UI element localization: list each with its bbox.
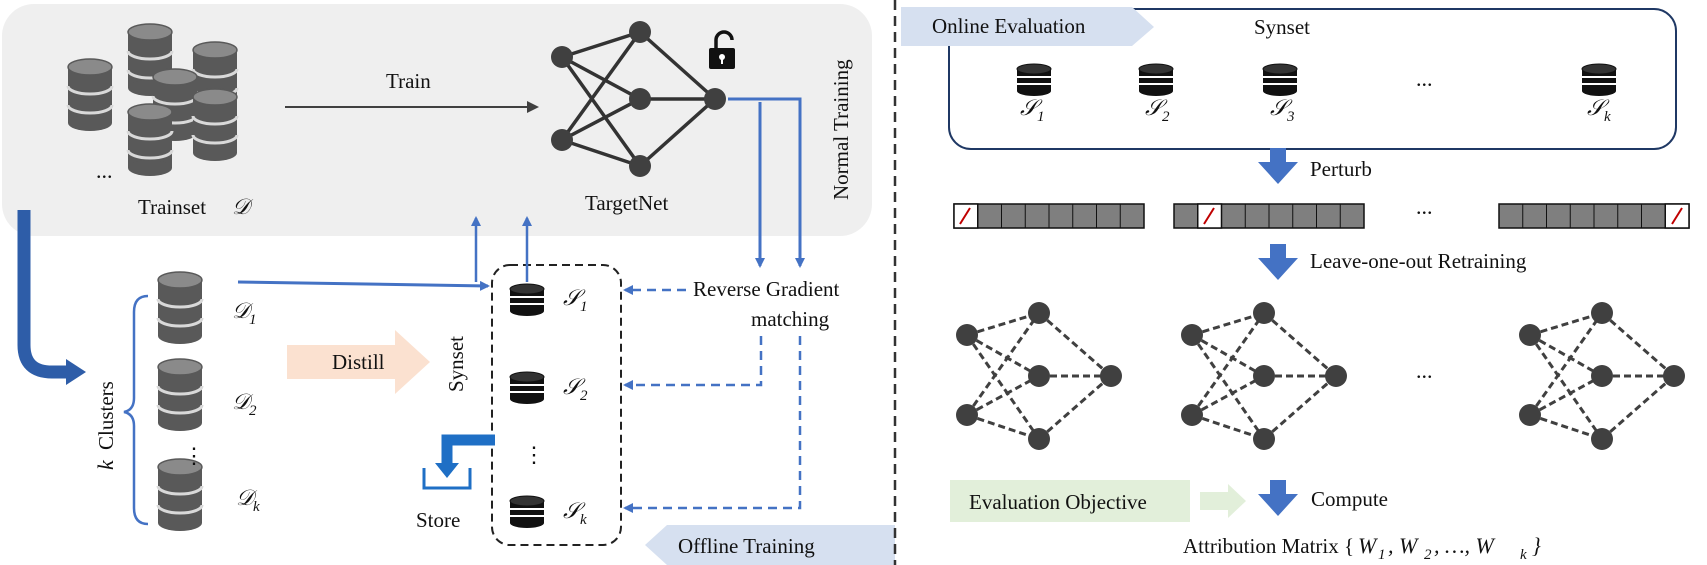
online-synset-2-label: 𝒮 2 [1145,95,1170,125]
online-evaluation-tag: Online Evaluation [901,7,1154,46]
perturbed-sequence-2 [1173,203,1365,229]
synset-label-right: Synset [1254,15,1310,39]
matching-to-synset-arrows [623,285,802,513]
svg-text:𝒟: 𝒟 [236,485,258,510]
reverse-gradient-label: Reverse Gradient [693,277,840,301]
cluster-1-label: 𝒟 1 [232,298,257,328]
perturbed-sequence-1 [953,203,1145,229]
synset-1-label: 𝒮 1 [563,285,588,315]
svg-text:1: 1 [1037,109,1045,125]
cluster-k-database-icon [156,457,204,533]
targetnet-label: TargetNet [585,191,668,215]
online-synset-3-icon [1262,63,1298,97]
offline-training-tag: Offline Training [645,525,895,565]
cluster-to-synset-arrow [237,280,490,291]
synset-box [491,264,622,546]
online-synset-box [948,8,1677,150]
svg-text:, …, W: , …, W [1434,533,1496,558]
synset-to-targetnet-arrows [471,216,532,282]
store-label: Store [416,508,460,532]
retrained-network-k [1519,302,1685,450]
synset-2-label: 𝒮 2 [563,374,588,404]
svg-text:1: 1 [249,312,257,328]
svg-text:𝒟: 𝒟 [232,389,254,414]
svg-text:Attribution Matrix {: Attribution Matrix { [1183,534,1354,558]
synset-k-label: 𝒮 k [563,498,587,528]
svg-text:Offline Training: Offline Training [678,534,815,558]
synset-2-icon [509,371,545,405]
online-synset-ellipsis: ... [1416,66,1433,91]
trainset-ellipsis: ... [96,158,113,183]
cluster-2-label: 𝒟 2 [232,389,257,419]
online-synset-k-label: 𝒮 k [1587,95,1611,125]
svg-text:2: 2 [580,388,588,404]
perturb-arrow [1258,148,1298,184]
svg-text:Online Evaluation: Online Evaluation [932,14,1086,38]
evaluation-objective-box [950,480,1190,522]
online-synset-3-label: 𝒮 3 [1270,95,1295,125]
svg-text:2: 2 [1424,547,1432,563]
leave-one-out-arrow [1258,244,1298,280]
targetnet-to-matching-arrows [728,97,805,268]
cluster-1-database-icon [156,270,204,346]
cluster-flow-arrow [17,210,86,385]
store-icon [422,434,495,490]
cluster-2-database-icon [156,357,204,433]
online-synset-2-icon [1138,63,1174,97]
normal-training-label: Normal Training [829,59,853,200]
cluster-k-label: 𝒟 k [236,485,260,515]
clusters-label: k Clusters [93,381,118,470]
trainset-label: Trainset [138,195,206,219]
svg-text:1: 1 [1378,547,1386,563]
svg-text:3: 3 [1286,109,1295,125]
retrained-network-2 [1181,302,1347,450]
unlock-icon [709,30,735,69]
synset-1-icon [509,283,545,317]
trainset-symbol: 𝒟 [232,194,254,219]
objective-arrow [1200,484,1246,518]
perturbed-sequence-k [1498,203,1690,229]
compute-label: Compute [1311,487,1388,511]
online-synset-1-label: 𝒮 1 [1020,95,1045,125]
svg-text:k: k [93,459,118,470]
synset-k-icon [509,495,545,529]
svg-text:k: k [580,512,587,528]
retrained-network-ellipsis: ... [1416,358,1433,383]
svg-text:𝒟: 𝒟 [232,298,254,323]
targetnet-icon [551,21,726,177]
clusters-brace [123,294,149,526]
svg-text:k: k [1604,109,1611,125]
perturb-label: Perturb [1310,157,1372,181]
distill-arrow: Distill [287,330,430,394]
train-label: Train [386,69,431,93]
svg-text:}: } [1532,533,1541,558]
cluster-vertical-dots: ⋮ [183,443,205,468]
svg-text:1: 1 [580,299,588,315]
synset-vertical-dots: ⋮ [523,442,545,467]
leave-one-out-label: Leave-one-out Retraining [1310,249,1527,273]
svg-text:Distill: Distill [332,350,385,374]
attribution-matrix-label: Attribution Matrix { W 1 , W 2 , …, W k … [1183,533,1541,563]
svg-text:, W: , W [1388,533,1419,558]
svg-text:W: W [1358,533,1378,558]
svg-text:2: 2 [1162,109,1170,125]
svg-text:k: k [253,499,260,515]
perturbed-sequence-ellipsis: ... [1416,194,1433,219]
online-synset-k-icon [1581,63,1617,97]
online-synset-1-icon [1016,63,1052,97]
svg-text:Clusters: Clusters [94,381,118,450]
evaluation-objective-label: Evaluation Objective [969,490,1147,514]
svg-text:k: k [1520,547,1527,563]
svg-text:2: 2 [249,403,257,419]
retrained-network-1 [956,302,1122,450]
matching-label: matching [751,307,830,331]
compute-arrow [1258,480,1298,516]
synset-label-left: Synset [444,336,468,392]
